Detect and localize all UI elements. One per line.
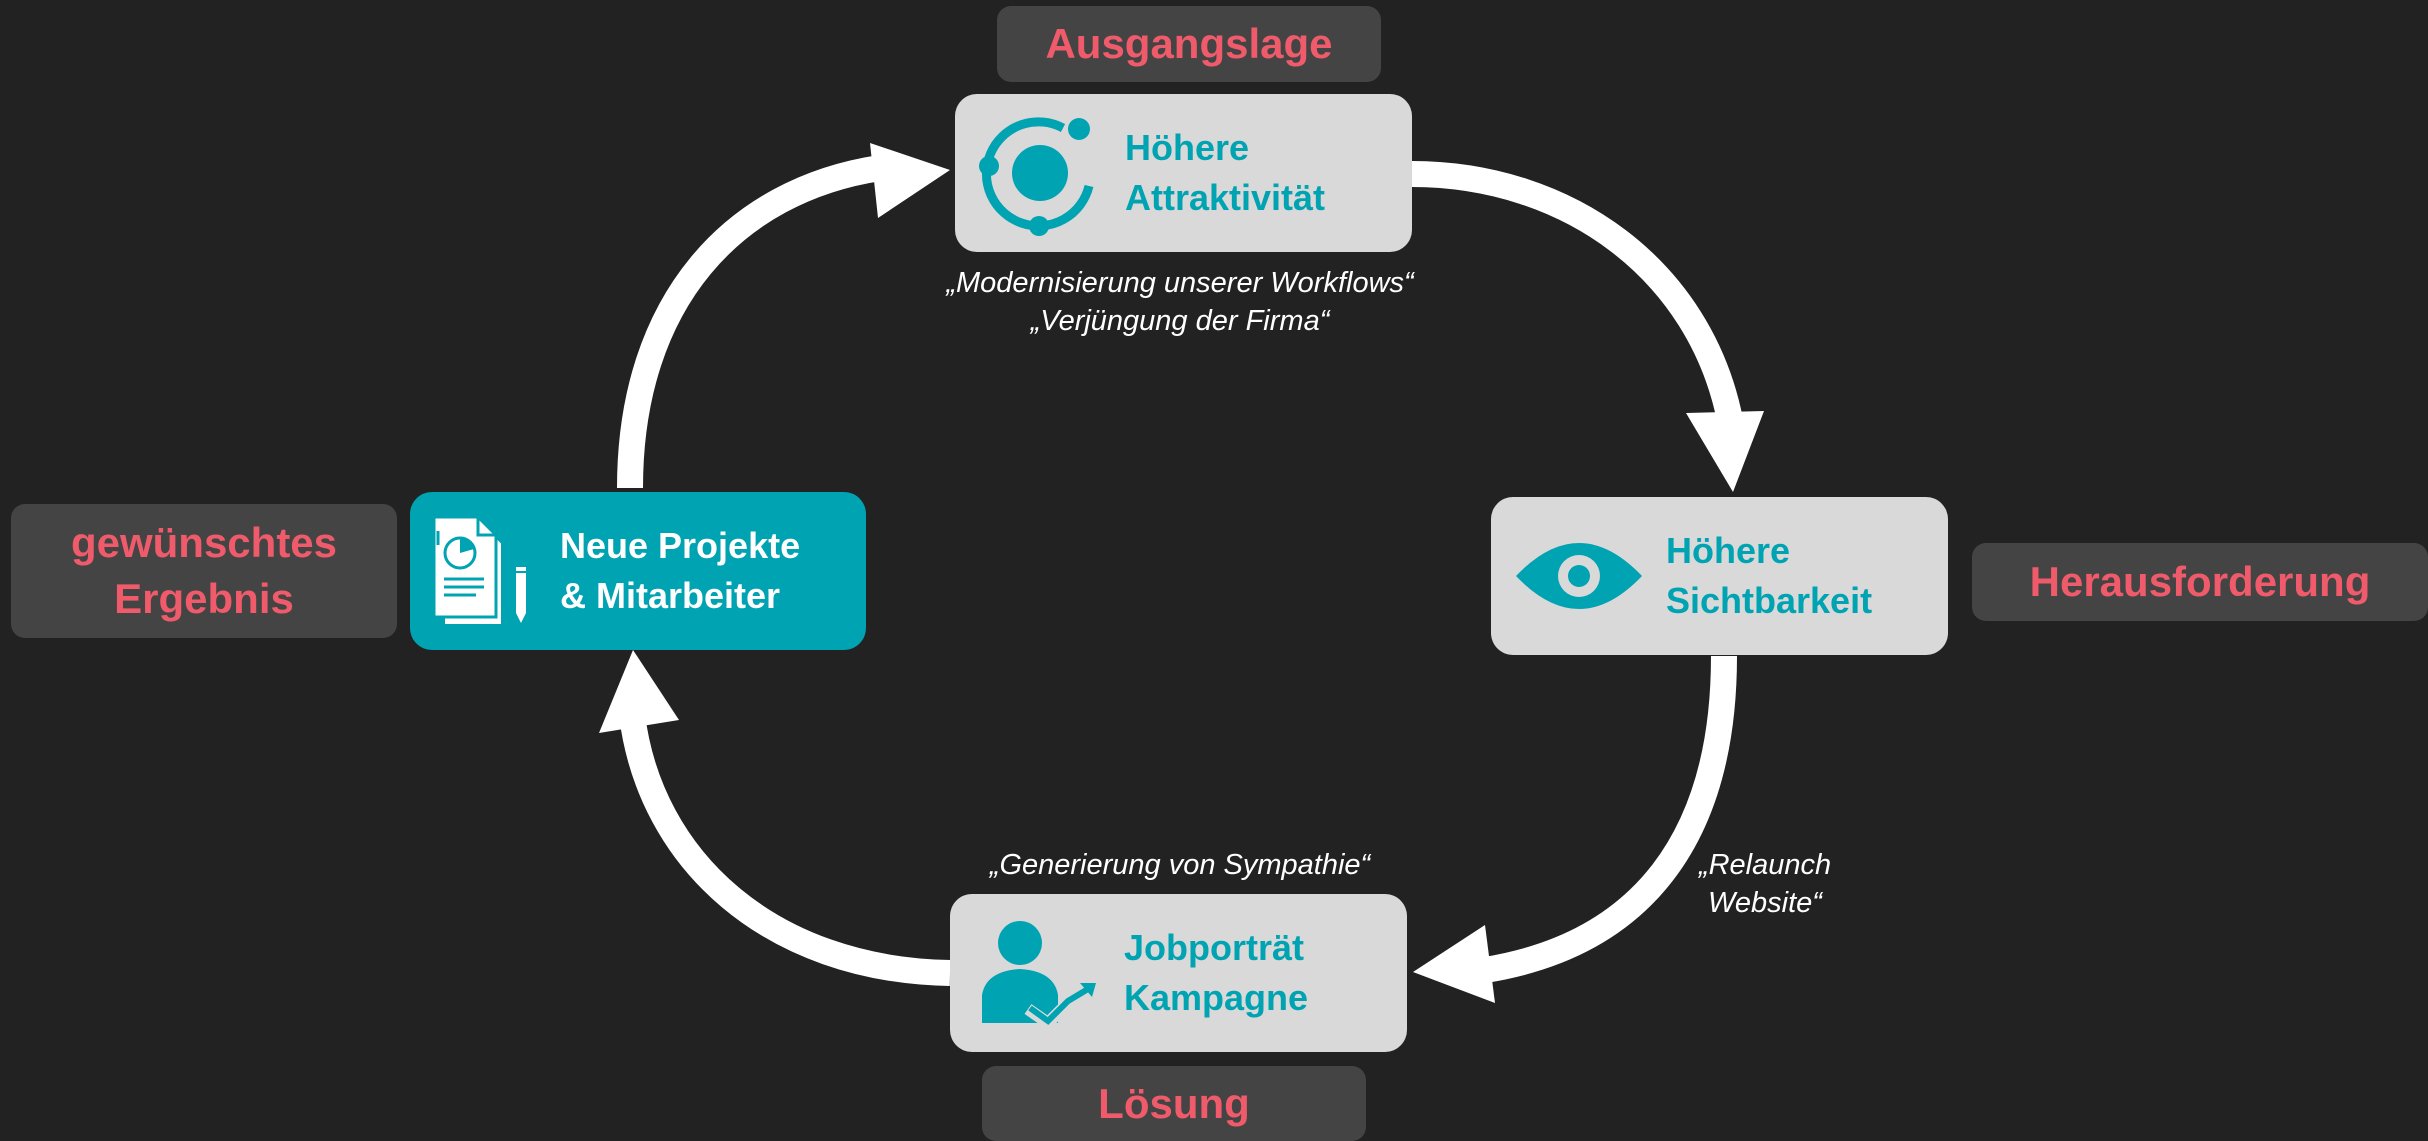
node-bottom-line1: Jobporträt: [1124, 927, 1304, 968]
quote-bottom-line1: „Generierung von Sympathie“: [989, 849, 1371, 881]
node-bottom-line2: Kampagne: [1124, 977, 1309, 1018]
arrow-right-to-bottom: [1482, 655, 1737, 983]
orbit-icon: [955, 94, 1125, 252]
node-top-line2: Attraktivität: [1125, 177, 1326, 218]
node-top-line1: Höhere: [1125, 127, 1250, 168]
node-bottom-label: Jobporträt Kampagne: [1124, 923, 1308, 1023]
node-right-line1: Höhere: [1666, 530, 1791, 571]
tag-ausgangslage-label: Ausgangslage: [1045, 20, 1333, 67]
node-top-label: Höhere Attraktivität: [1125, 123, 1325, 223]
quote-top-line2: „Verjüngung der Firma“: [1030, 305, 1330, 337]
eye-icon: [1491, 497, 1666, 655]
tag-ausgangslage: Ausgangslage: [997, 6, 1381, 82]
node-right-line2: Sichtbarkeit: [1666, 580, 1873, 621]
arrowhead-right: [1686, 411, 1764, 492]
quote-right: „Relaunch Website“: [1650, 846, 1880, 922]
documents-pencil-icon: [410, 492, 560, 650]
arrowhead-left: [599, 650, 679, 733]
arrowhead-top: [870, 143, 950, 218]
tag-ergebnis-line1: gewünschtes: [70, 519, 338, 566]
quote-right-line2: Website“: [1708, 887, 1822, 919]
tag-herausforderung-label: Herausforderung: [2029, 558, 2371, 605]
quote-bottom: „Generierung von Sympathie“: [930, 846, 1430, 884]
node-right-label: Höhere Sichtbarkeit: [1666, 526, 1872, 626]
node-left-line1: Neue Projekte: [560, 525, 801, 566]
quote-right-line1: „Relaunch: [1698, 849, 1832, 881]
node-left-line2: & Mitarbeiter: [560, 575, 781, 616]
node-jobportraet-kampagne: Jobporträt Kampagne: [950, 894, 1407, 1052]
quote-top: „Modernisierung unserer Workflows“ „Verj…: [880, 264, 1480, 340]
node-hoehere-attraktivitaet: Höhere Attraktivität: [955, 94, 1412, 252]
tag-herausforderung: Herausforderung: [1972, 543, 2428, 621]
node-hoehere-sichtbarkeit: Höhere Sichtbarkeit: [1491, 497, 1948, 655]
person-growth-icon: [950, 894, 1124, 1052]
node-left-label: Neue Projekte & Mitarbeiter: [560, 521, 800, 621]
tag-ergebnis-line2: Ergebnis: [114, 575, 294, 622]
node-neue-projekte-mitarbeiter: Neue Projekte & Mitarbeiter: [410, 492, 866, 650]
quote-top-line1: „Modernisierung unserer Workflows“: [946, 267, 1414, 299]
tag-loesung-label: Lösung: [1098, 1079, 1250, 1127]
arrow-left-to-top: [617, 155, 882, 489]
arrowhead-bottom: [1413, 925, 1495, 1003]
arrow-top-to-right: [1411, 161, 1743, 423]
tag-loesung: Lösung: [982, 1066, 1366, 1141]
tag-gewuenschtes-ergebnis: gewünschtes Ergebnis: [11, 504, 397, 638]
arrow-bottom-to-left: [619, 713, 951, 986]
